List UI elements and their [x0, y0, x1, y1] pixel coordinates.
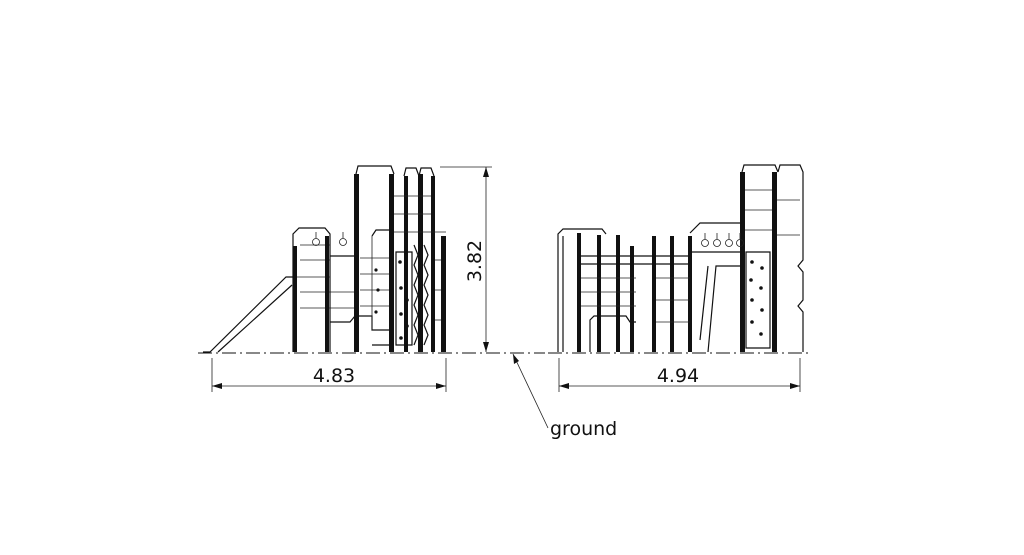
post [431, 176, 435, 352]
post [597, 235, 601, 352]
post [441, 236, 446, 352]
post [740, 172, 745, 352]
climbing-wall-left [374, 251, 413, 346]
dimension-left-width: 4.83 [211, 358, 447, 392]
ground-callout: ground [512, 353, 617, 440]
post [616, 235, 620, 352]
left-elevation-view [203, 165, 446, 353]
post [652, 236, 656, 352]
climbing-wall-right [745, 251, 771, 349]
post [325, 236, 329, 352]
post [688, 236, 692, 352]
post [293, 246, 297, 352]
post [389, 174, 394, 352]
rings-left [312, 232, 347, 246]
post [630, 246, 634, 352]
post [577, 233, 581, 352]
ground-label: ground [550, 418, 617, 440]
rings-right [701, 233, 744, 247]
height-label: 3.82 [464, 240, 486, 282]
left-width-label: 4.83 [313, 365, 355, 387]
right-elevation-view [557, 164, 804, 353]
dimension-height: 3.82 [440, 166, 492, 352]
post [404, 176, 408, 352]
post [418, 174, 423, 352]
post [772, 172, 777, 352]
right-width-label: 4.94 [657, 365, 699, 387]
post [354, 174, 359, 352]
post [670, 236, 674, 352]
slide [203, 276, 293, 353]
dimension-right-width: 4.94 [558, 358, 801, 392]
